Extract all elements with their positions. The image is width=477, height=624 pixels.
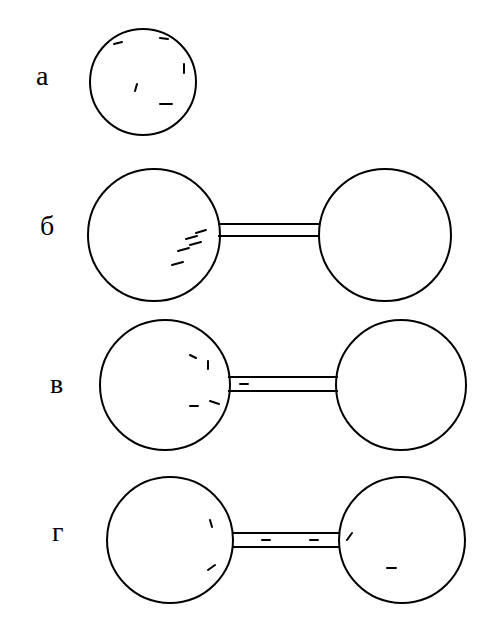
figure-letter: б [40, 212, 54, 240]
vessel [339, 477, 465, 603]
tube [232, 533, 340, 547]
figure-letter: г [52, 518, 63, 546]
vessel [90, 29, 196, 135]
figure-letter: а [36, 62, 48, 90]
molecules [114, 38, 396, 570]
vessel [336, 320, 466, 450]
vessel [319, 169, 451, 301]
vessel [88, 169, 220, 301]
vessel [107, 477, 233, 603]
tube [218, 224, 320, 236]
figure-letter: в [50, 370, 63, 398]
vessel [100, 320, 230, 450]
